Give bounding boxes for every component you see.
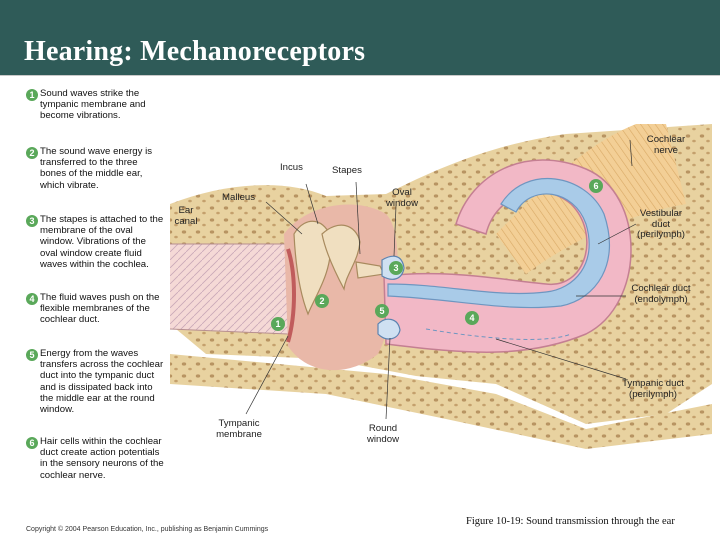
cochlea bbox=[383, 159, 632, 353]
label-vestibular-duct: Vestibular duct (perilymph) bbox=[637, 208, 685, 241]
copyright-note: Copyright © 2004 Pearson Education, Inc.… bbox=[26, 526, 269, 533]
label-round-window: Round window bbox=[367, 423, 399, 445]
label-cochlear-nerve: Cochlear nerve bbox=[646, 134, 686, 156]
step-markers bbox=[271, 179, 603, 331]
leader-lines bbox=[245, 139, 637, 420]
marker-2: 2 bbox=[319, 296, 325, 306]
label-oval-window: Oval window bbox=[386, 187, 418, 209]
ear-canal bbox=[169, 243, 289, 335]
marker-1: 1 bbox=[275, 319, 281, 329]
label-cochlear-duct: Cochlear duct (endolymph) bbox=[631, 283, 691, 305]
step-list: 1 Sound waves strike the tympanic membra… bbox=[26, 86, 166, 498]
label-tympanic-membrane: Tympanic membrane bbox=[216, 418, 262, 440]
step-number: 6 bbox=[26, 437, 38, 449]
label-ear-canal: Ear canal bbox=[174, 205, 198, 227]
slide-title: Hearing: Mechanoreceptors bbox=[24, 36, 366, 67]
ear-illustration bbox=[169, 124, 712, 449]
figure-caption: Figure 10-19: Sound transmission through… bbox=[466, 516, 675, 527]
marker-6: 6 bbox=[593, 181, 599, 191]
title-divider bbox=[0, 75, 720, 76]
step-number: 2 bbox=[26, 147, 38, 159]
tympanic-membrane bbox=[286, 248, 296, 343]
marker-4: 4 bbox=[469, 313, 475, 323]
label-incus: Incus bbox=[280, 162, 303, 173]
label-malleus: Malleus bbox=[222, 192, 256, 203]
step-number: 1 bbox=[26, 89, 38, 101]
title-bar bbox=[0, 0, 720, 75]
step-text: Sound waves strike the tympanic membrane… bbox=[40, 88, 146, 122]
ossicles bbox=[293, 220, 385, 316]
step-text: The sound wave energy is transferred to … bbox=[40, 146, 152, 191]
label-stapes: Stapes bbox=[332, 165, 362, 176]
step-text: The fluid waves push on the flexible mem… bbox=[40, 292, 160, 326]
step-text: Hair cells within the cochlear duct crea… bbox=[40, 436, 164, 481]
marker-5: 5 bbox=[379, 306, 385, 316]
label-tympanic-duct: Tympanic duct (perilymph) bbox=[622, 378, 684, 400]
marker-3: 3 bbox=[393, 263, 399, 273]
step-number: 5 bbox=[26, 349, 38, 361]
step-text: Energy from the waves transfers across t… bbox=[40, 348, 164, 416]
step-number: 3 bbox=[26, 215, 38, 227]
step-number: 4 bbox=[26, 293, 38, 305]
step-text: The stapes is attached to the membrane o… bbox=[40, 214, 164, 270]
round-window bbox=[377, 318, 401, 340]
